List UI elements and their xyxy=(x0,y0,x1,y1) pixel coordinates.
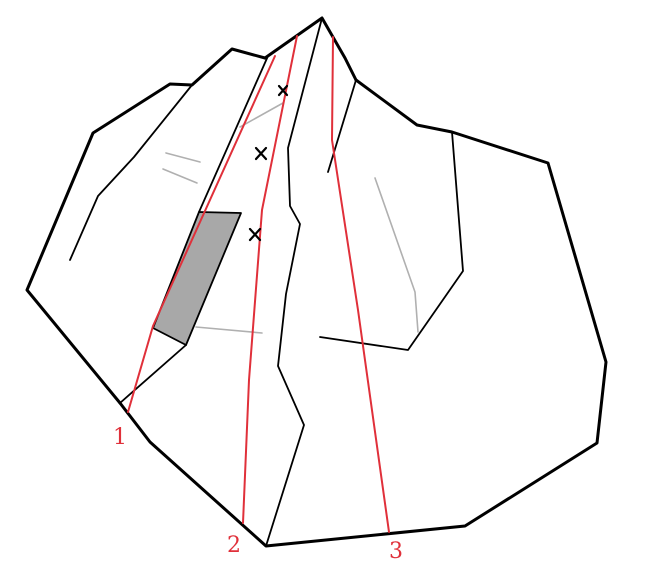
pillar-left-edge xyxy=(198,55,269,213)
faint-ledge xyxy=(195,326,263,334)
rock-outline-left xyxy=(25,47,267,405)
route-line-3[interactable] xyxy=(331,36,390,533)
right-corner-line xyxy=(319,131,464,351)
faint-mark-1 xyxy=(165,152,201,163)
faint-right-crack xyxy=(374,177,419,333)
right-crack xyxy=(327,79,357,173)
bolt-markers xyxy=(248,84,289,242)
central-crack xyxy=(265,17,323,547)
shaded-slab xyxy=(152,211,242,346)
faint-pillar-crack xyxy=(239,102,284,128)
bolt-marker xyxy=(248,227,262,242)
bolt-marker xyxy=(277,84,289,97)
route-number-3: 3 xyxy=(389,539,403,564)
route-number-1: 1 xyxy=(113,425,127,450)
route-line-2[interactable] xyxy=(242,35,298,524)
route-line-1[interactable] xyxy=(127,55,276,413)
rock-outline-right xyxy=(118,78,608,548)
rock-outline-summit xyxy=(263,16,358,82)
faint-mark-2 xyxy=(162,168,198,184)
left-ridge-line xyxy=(69,84,193,261)
route-number-2: 2 xyxy=(227,533,241,558)
bolt-marker xyxy=(254,146,268,161)
slab-base-line xyxy=(119,344,187,404)
